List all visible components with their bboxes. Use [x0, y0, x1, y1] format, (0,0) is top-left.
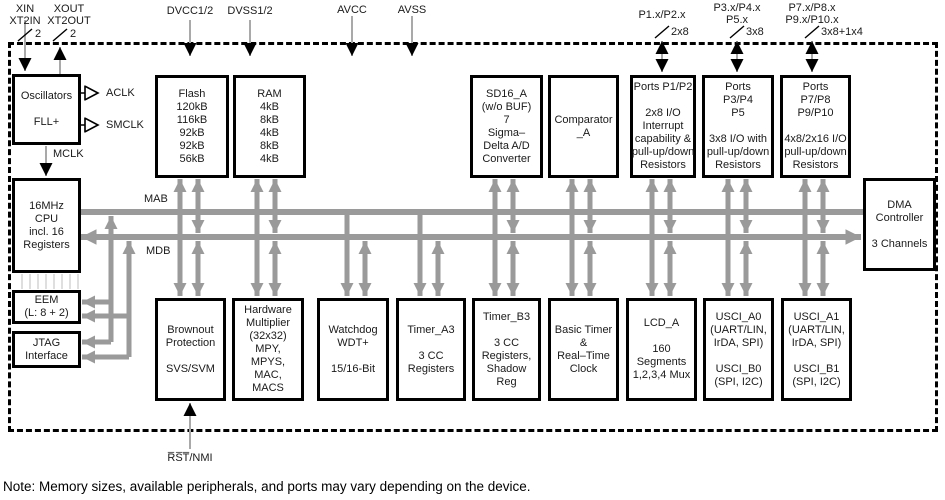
- block-brownout-text: Brownout Protection SVS/SVM: [165, 323, 216, 375]
- block-eem: EEM (L: 8 + 2): [12, 290, 81, 324]
- pin-label-xout: XOUT XT2OUT: [47, 3, 91, 27]
- bus-column-watchdog: [340, 212, 372, 296]
- block-sd16-text: SD16_A (w/o BUF) 7 Sigma– Delta A/D Conv…: [481, 87, 532, 165]
- block-comparator: Comparator _A: [548, 75, 619, 178]
- signal-label-mclk: MCLK: [53, 148, 84, 160]
- block-usci-a1-b1: USCI_A1 (UART/LIN, IrDA, SPI) USCI_B1 (S…: [781, 298, 852, 401]
- block-jtag-text: JTAG Interface: [25, 336, 68, 362]
- bus-label-mdb: MDB: [146, 245, 171, 257]
- xout-pin-arrow: [52, 28, 68, 74]
- block-basic-timer-text: Basic Timer & Real–Time Clock: [554, 323, 613, 375]
- bus-column-timera3: [413, 212, 445, 296]
- block-timer-b3: Timer_B3 3 CC Registers, Shadow Reg: [472, 298, 541, 401]
- device-dashed-boundary: [8, 42, 938, 432]
- block-multiplier: Hardware Multiplier (32x32) MPY, MPYS, M…: [232, 298, 304, 401]
- bus-column-ports12-lcda: [645, 179, 677, 296]
- cpu-eem-ribbon: [21, 274, 79, 289]
- block-timer-a3-text: Timer_A3 3 CC Registers: [407, 323, 455, 375]
- block-cpu: 16MHz CPU incl. 16 Registers: [12, 178, 81, 273]
- p78910-pin-arrow: [804, 25, 820, 72]
- pin-label-p7p8p9p10: P7.x/P8.x P9.x/P10.x: [785, 2, 839, 26]
- block-flash-text: Flash 120kB 116kB 92kB 92kB 56kB: [176, 87, 208, 165]
- block-eem-text: EEM (L: 8 + 2): [24, 294, 69, 319]
- block-ports-p7p8p9p10-text: Ports P7/P8 P9/P10 4x8/2x16 I/O pull-up/…: [784, 81, 847, 171]
- block-ports-p7p8p9p10: Ports P7/P8 P9/P10 4x8/2x16 I/O pull-up/…: [780, 75, 851, 178]
- block-ports-p3p4p5: Ports P3/P4 P5 3x8 I/O with pull-up/down…: [702, 75, 774, 178]
- block-ram-text: RAM 4kB 8kB 4kB 8kB 4kB: [257, 87, 282, 165]
- pin-width-p3p4p5: 3x8: [746, 26, 764, 38]
- pin-width-p7p8p9p10: 3x8+1x4: [821, 26, 863, 38]
- pin-width-xout: 2: [70, 28, 77, 40]
- block-brownout: Brownout Protection SVS/SVM: [155, 298, 226, 401]
- pin-width-p1p2: 2x8: [671, 26, 689, 38]
- block-ports-p1p2-text: Ports P1/P2 2x8 I/O Interrupt capability…: [631, 81, 695, 171]
- p12-pin-arrow: [654, 25, 670, 72]
- block-dma: DMA Controller 3 Channels: [863, 178, 936, 271]
- signal-label-aclk: ACLK: [106, 87, 135, 99]
- pin-label-p1p2: P1.x/P2.x: [638, 9, 686, 21]
- block-flash: Flash 120kB 116kB 92kB 92kB 56kB: [155, 75, 229, 178]
- block-watchdog-text: Watchdog WDT+ 15/16-Bit: [328, 323, 378, 375]
- xin-pin-arrow: [17, 20, 33, 71]
- block-multiplier-text: Hardware Multiplier (32x32) MPY, MPYS, M…: [244, 304, 292, 394]
- p345-pin-arrow: [729, 25, 745, 72]
- block-oscillators-text: Oscillators FLL+: [20, 90, 73, 128]
- block-usci-a0-b0: USCI_A0 (UART/LIN, IrDA, SPI) USCI_B0 (S…: [703, 298, 774, 401]
- block-ram: RAM 4kB 8kB 4kB 8kB 4kB: [233, 75, 306, 178]
- signal-label-smclk: SMCLK: [106, 119, 144, 131]
- bus-column-flash-brownout: [173, 179, 205, 296]
- pin-label-xin: XIN XT2IN: [9, 3, 41, 27]
- footer-note: Note: Memory sizes, available peripheral…: [3, 479, 531, 494]
- pin-label-dvss: DVSS1/2: [227, 5, 273, 17]
- block-ports-p1p2: Ports P1/P2 2x8 I/O Interrupt capability…: [630, 75, 696, 178]
- block-jtag: JTAG Interface: [12, 331, 81, 368]
- block-usci-a1-b1-text: USCI_A1 (UART/LIN, IrDA, SPI) USCI_B1 (S…: [788, 310, 845, 388]
- pin-width-xin: 2: [35, 28, 42, 40]
- block-basic-timer: Basic Timer & Real–Time Clock: [548, 298, 619, 401]
- block-watchdog: Watchdog WDT+ 15/16-Bit: [317, 298, 389, 401]
- pin-label-p3p4p5: P3.x/P4.x P5.x: [713, 2, 761, 26]
- bus-label-mab: MAB: [144, 193, 168, 205]
- block-timer-a3: Timer_A3 3 CC Registers: [396, 298, 466, 401]
- pin-label-dvcc: DVCC1/2: [166, 5, 214, 17]
- pin-label-avcc: AVCC: [337, 4, 367, 16]
- block-ports-p3p4p5-text: Ports P3/P4 P5 3x8 I/O with pull-up/down…: [706, 81, 770, 171]
- block-oscillators: Oscillators FLL+: [12, 74, 81, 145]
- block-timer-b3-text: Timer_B3 3 CC Registers, Shadow Reg: [481, 310, 532, 388]
- block-cpu-text: 16MHz CPU incl. 16 Registers: [23, 199, 70, 251]
- block-usci-a0-b0-text: USCI_A0 (UART/LIN, IrDA, SPI) USCI_B0 (S…: [710, 310, 767, 388]
- block-dma-text: DMA Controller 3 Channels: [871, 198, 928, 250]
- bus-column-sd16-timerb3: [488, 179, 520, 296]
- bus-column-ports78910-uscia1: [798, 179, 830, 296]
- block-sd16: SD16_A (w/o BUF) 7 Sigma– Delta A/D Conv…: [470, 75, 543, 178]
- bus-column-comparator-basictimer: [565, 179, 597, 296]
- bus-column-ports345-uscia0: [721, 179, 753, 296]
- block-lcd-a: LCD_A 160 Segments 1,2,3,4 Mux: [626, 298, 697, 401]
- bus-column-eem-jtag: [82, 216, 136, 364]
- block-comparator-text: Comparator _A: [554, 113, 613, 139]
- pin-label-rst-nmi: R̅S̅T̅/NMI: [167, 452, 213, 464]
- block-lcd-a-text: LCD_A 160 Segments 1,2,3,4 Mux: [632, 317, 691, 381]
- pin-label-avss: AVSS: [397, 4, 427, 16]
- bus-column-ram-multiplier: [250, 179, 282, 296]
